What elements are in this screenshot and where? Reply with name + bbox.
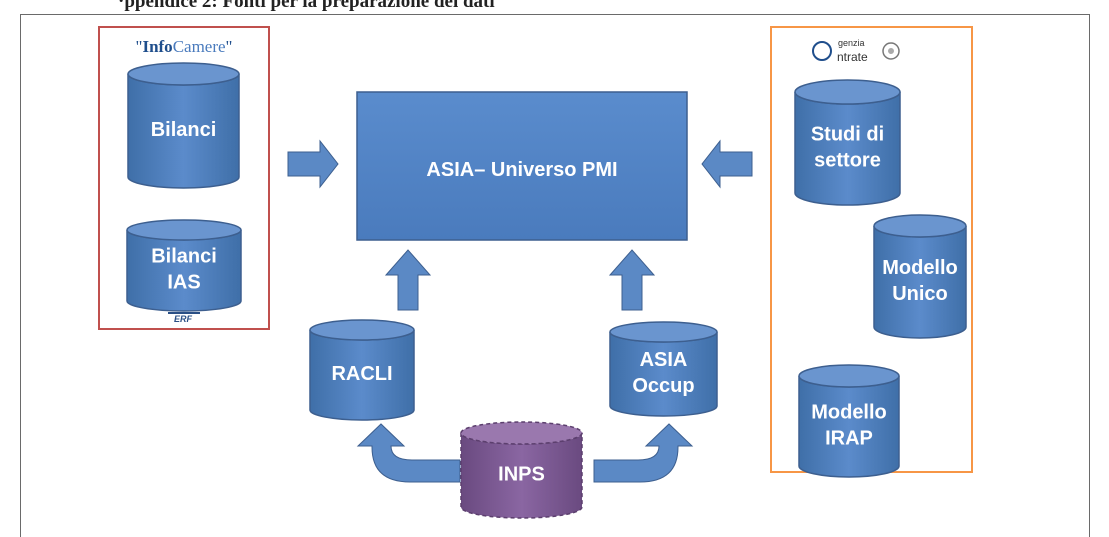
cylinder-label: Unico	[892, 283, 948, 305]
cylinder-label: Modello	[882, 257, 958, 279]
database-studi-di-settore: Studi di settore	[794, 79, 901, 206]
emblem-icon	[882, 42, 900, 60]
cylinder-top	[126, 219, 242, 241]
cylinder-label: IAS	[167, 272, 200, 294]
infocamere-logo-text: "InfoCamere"	[136, 37, 233, 56]
cylinder-top	[309, 319, 415, 341]
cylinder-label: INPS	[498, 464, 545, 486]
infocamere-quote-open: "	[136, 37, 143, 56]
cylinder-top	[873, 214, 967, 238]
curved-arrow-inps-to-racli	[356, 423, 461, 483]
cylinder-label: Bilanci	[151, 119, 217, 141]
cylinder-top	[794, 79, 901, 105]
cylinder-top	[127, 62, 240, 86]
cylinder-label: Studi di	[811, 124, 884, 146]
cylinder-label: Bilanci	[151, 246, 217, 268]
up-arrow-from-racli	[384, 249, 432, 311]
database-asia-occup: ASIA Occup	[609, 321, 718, 417]
cylinder-label: ASIA	[640, 349, 688, 371]
cylinder-body	[126, 229, 242, 312]
appendix-header-text: ·ppendice 2: Fonti per la preparazione d…	[118, 0, 495, 12]
agenzia-logo-bottom: ntrate	[837, 50, 868, 64]
cylinder-label: IRAP	[825, 428, 873, 450]
cylinder-top	[460, 421, 583, 445]
cylinder-top	[798, 364, 900, 388]
right-arrow-from-infocamere	[287, 139, 339, 189]
up-arrow-from-asia-occup	[608, 249, 656, 311]
cylinder-body	[798, 375, 900, 478]
cylinder-label: settore	[814, 150, 881, 172]
asia-universo-pmi-box	[356, 91, 688, 241]
infocamere-footer-logo: ERF	[168, 312, 200, 324]
agenzia-e-icon	[812, 41, 832, 61]
cylinder-body	[794, 91, 901, 206]
diagram-frame	[20, 14, 1090, 537]
database-racli: RACLI	[309, 319, 415, 421]
cylinder-label: RACLI	[331, 363, 392, 385]
database-inps: INPS	[460, 421, 583, 519]
infocamere-brand-info: Info	[142, 37, 172, 56]
infocamere-quote-close: "	[226, 37, 233, 56]
agenzia-logo-top: genzia	[838, 38, 865, 48]
left-arrow-from-agenzia	[701, 139, 753, 189]
asia-universo-pmi-label: ASIA– Universo PMI	[426, 159, 617, 181]
svg-text:ERF: ERF	[174, 314, 193, 324]
curved-arrow-inps-to-asia-occup	[593, 423, 694, 483]
cylinder-label: Occup	[632, 375, 694, 397]
infocamere-brand-camere: Camere	[173, 37, 226, 56]
cylinder-top	[609, 321, 718, 343]
cylinder-label: Modello	[811, 402, 887, 424]
appendix-header: ·ppendice 2: Fonti per la preparazione d…	[0, 0, 1109, 22]
cylinder-body	[609, 331, 718, 417]
database-bilanci: Bilanci	[127, 62, 240, 189]
cylinder-body	[873, 225, 967, 339]
agenzia-entrate-logo: genzia ntrate	[812, 38, 900, 64]
